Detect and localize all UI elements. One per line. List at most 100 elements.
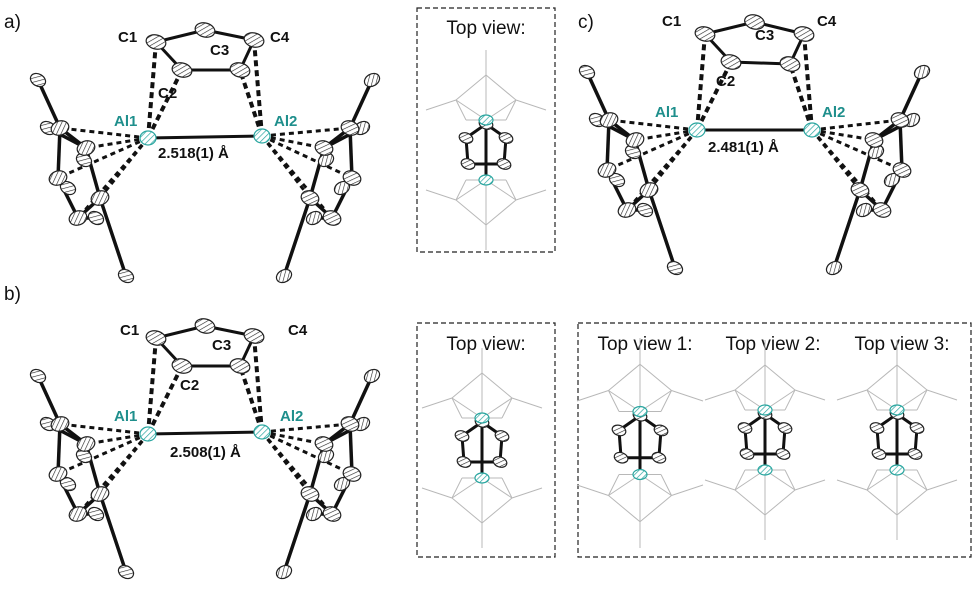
aluminum-atom-ellipsoid	[757, 464, 773, 476]
ring-carbon-ellipsoid	[171, 62, 193, 78]
ligand-wire-bond	[836, 479, 868, 491]
cp-carbon-ellipsoid	[597, 162, 617, 178]
ligand-wire-bond	[926, 479, 958, 491]
ligand-wire-bond	[501, 477, 513, 499]
ring-carbon-ellipsoid	[694, 26, 716, 42]
ligand-wire-bond	[608, 495, 641, 523]
ligand-wire-bond	[794, 479, 826, 491]
al-al-distance: 2.481(1) Å	[708, 139, 779, 156]
ligand-wire-bond	[896, 364, 928, 391]
methyl-carbon-ellipsoid	[666, 260, 684, 276]
al-cp-contact	[59, 126, 149, 140]
ligand-wire-bond	[926, 389, 958, 401]
al-cp-contact	[261, 134, 325, 150]
al-c-contact	[788, 63, 814, 131]
cp-ring-bond	[56, 127, 62, 179]
ligand-wire-bond	[455, 179, 467, 201]
ligand-wire-bond	[704, 389, 736, 401]
cp-carbon-ellipsoid	[625, 132, 645, 148]
cp-carbon-ellipsoid	[48, 170, 68, 186]
cp-carbon-ellipsoid	[872, 202, 892, 218]
ligand-wire-bond	[866, 469, 878, 491]
ligand-wire-bond	[608, 390, 620, 412]
ring-carbon-ellipsoid	[720, 54, 742, 70]
ligand-wire-bond	[451, 497, 483, 524]
methyl-carbon-ellipsoid	[578, 64, 596, 80]
al-c-contact	[252, 39, 264, 137]
methyl-carbon-ellipsoid	[117, 268, 135, 284]
cp-carbon-ellipsoid	[850, 182, 870, 198]
panel-c-top-views-inset: Top view 1: Top view 2: Top view 3:	[576, 322, 972, 558]
al-cp-contact	[57, 136, 149, 180]
ligand-wire-bond	[639, 363, 672, 391]
cp-ring-bond	[605, 119, 611, 171]
ring-carbon-ellipsoid	[494, 430, 510, 442]
ligand-wire-bond	[734, 389, 746, 411]
al-cp-contact	[261, 134, 353, 180]
ring-carbon-ellipsoid	[243, 328, 265, 344]
cp-carbon-ellipsoid	[342, 170, 362, 186]
ligand-wire-bond	[916, 389, 928, 411]
cp-carbon-ellipsoid	[300, 486, 320, 502]
al-cp-contact	[59, 422, 149, 436]
ligand-wire-bond	[764, 364, 796, 391]
ligand-wire-bond	[455, 199, 487, 226]
al-cp-contact	[811, 128, 903, 172]
al-cp-contact	[811, 118, 901, 132]
ligand-wire-bond	[784, 389, 796, 411]
aluminum-atom-ellipsoid	[757, 404, 773, 416]
al-c-contact	[695, 61, 733, 131]
top-view-drawing	[425, 50, 547, 250]
al-cp-contact	[261, 430, 353, 476]
aluminum-atom-ellipsoid	[474, 412, 490, 424]
top-view-2-drawing	[704, 340, 826, 540]
ligand-wire-bond	[511, 487, 543, 499]
atom-label-c4: C4	[288, 322, 308, 339]
ligand-wire-bond	[505, 179, 517, 201]
atom-label-al1: Al1	[655, 104, 678, 121]
ligand-wire-bond	[485, 74, 517, 101]
methyl-carbon-ellipsoid	[636, 202, 654, 218]
cp-carbon-ellipsoid	[90, 190, 110, 206]
ligand-wire-bond	[421, 487, 453, 499]
panel-a-top-view-inset: Top view:	[416, 7, 556, 253]
cp-ring-bond	[56, 423, 62, 475]
al-c-contact	[146, 41, 158, 139]
ligand-wire-bond	[671, 390, 704, 402]
ligand-wire-bond	[734, 364, 766, 391]
methyl-carbon-ellipsoid	[29, 368, 47, 384]
aluminum-atom-ellipsoid	[253, 128, 271, 144]
top-view-title: Top view:	[446, 334, 525, 355]
al-cp-contact	[261, 126, 351, 138]
cp-carbon-ellipsoid	[892, 162, 912, 178]
ligand-wire-bond	[481, 497, 513, 524]
ligand-wire-bond	[916, 469, 928, 491]
ring-carbon-ellipsoid	[613, 451, 629, 464]
atom-label-al2: Al2	[274, 113, 297, 130]
al-al-distance: 2.518(1) Å	[158, 145, 229, 162]
ring-carbon-ellipsoid	[492, 456, 508, 468]
atom-label-al1: Al1	[114, 113, 137, 130]
methyl-carbon-ellipsoid	[87, 506, 105, 522]
top-view-3-title: Top view 3:	[854, 334, 949, 355]
ligand-wire-bond	[576, 484, 609, 496]
aluminum-atom-ellipsoid	[889, 464, 905, 476]
cp-ring-bond	[348, 127, 354, 179]
aluminum-atom-ellipsoid	[478, 174, 494, 186]
ring-carbon-ellipsoid	[737, 422, 753, 434]
al-c-contact	[146, 69, 184, 139]
al-cp-contact	[85, 136, 149, 150]
ring-carbon-ellipsoid	[145, 34, 167, 50]
ligand-wire-bond	[485, 199, 517, 226]
ligand-wire-bond	[505, 99, 517, 121]
ligand-wire-bond	[639, 495, 672, 523]
al-al-bond	[147, 134, 263, 140]
panel-c-structure: c) C1 C2 C3 C4 Al1 Al2 2.481(1) Å	[578, 12, 931, 276]
atom-label-c1: C1	[120, 322, 139, 339]
ring-carbon-ellipsoid	[229, 358, 251, 374]
top-view-2-title: Top view 2:	[725, 334, 820, 355]
atom-label-c3: C3	[212, 337, 231, 354]
atom-label-c2: C2	[180, 377, 199, 394]
ligand-wire-bond	[451, 372, 483, 399]
